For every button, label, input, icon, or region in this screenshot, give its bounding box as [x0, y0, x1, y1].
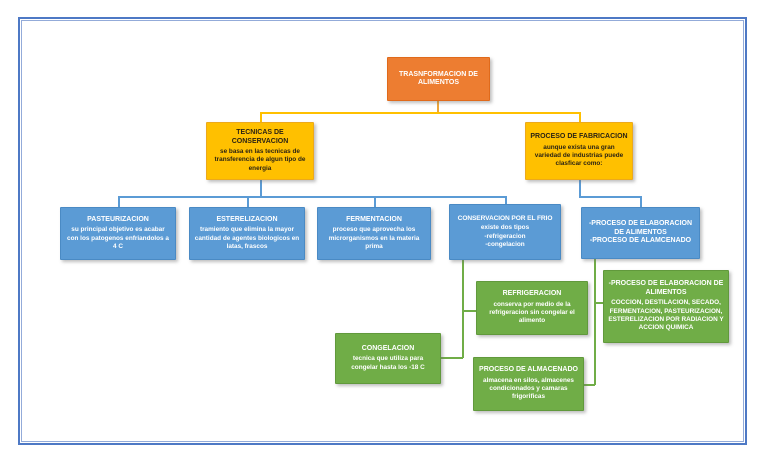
node-body: COCCION, DESTILACION, SECADO, FERMENTACI… [608, 299, 724, 332]
node-conservacion-por-el-frio: CONSERVACION POR EL FRIO existe dos tipo… [449, 204, 561, 260]
node-proceso-de-almacenado: PROCESO DE ALMACENADO almacena en silos,… [473, 357, 584, 411]
node-congelacion: CONGELACION tecnica que utiliza para con… [335, 333, 441, 384]
node-body: se basa en las tecnicas de transferencia… [214, 147, 306, 172]
node-title: PROCESO DE FABRICACION [530, 133, 628, 141]
node-title: PASTEURIZACION [87, 215, 149, 223]
node-title: TRASNFORMACION DE ALIMENTOS [399, 70, 478, 86]
node-title: ESTERELIZACION [216, 215, 278, 223]
node-proceso-elaboracion-alimentos: -PROCESO DE ELABORACION DE ALIMENTOS COC… [603, 270, 729, 343]
connector-fabricacion-feed [579, 180, 581, 196]
node-transformacion-de-alimentos: TRASNFORMACION DE ALIMENTOS [387, 57, 490, 101]
connector-procesos-vertical [594, 258, 596, 385]
node-fermentacion: FERMENTACION proceso que aprovecha los m… [317, 207, 431, 260]
connector-to-congelacion [441, 357, 463, 359]
page-border-frame [18, 17, 747, 445]
node-tecnicas-de-conservacion: TECNICAS DE CONSERVACION se basa en las … [206, 122, 314, 180]
node-pasteurizacion: PASTEURIZACION su principal objetivo es … [60, 207, 176, 260]
node-title: FERMENTACION [346, 215, 402, 223]
connector-frio-vertical [462, 259, 464, 358]
node-body: existe dos tipos -refrigeracion -congela… [480, 224, 530, 249]
node-title: TECNICAS DE CONSERVACION [231, 129, 289, 145]
connector-yellow-rail [260, 112, 580, 114]
node-body: conserva por medio de la refrigeracion s… [489, 300, 575, 325]
page-border-frame-inner [21, 20, 744, 442]
connector-drop-procesos [640, 196, 642, 207]
node-title: REFRIGERACION [502, 290, 562, 298]
connector-drop-esterelizacion [247, 196, 249, 207]
node-body: almacena en silos, almacenes condicionad… [483, 376, 574, 401]
node-title: CONSERVACION POR EL FRIO [457, 214, 553, 222]
node-body: tecnica que utiliza para congelar hasta … [351, 355, 425, 371]
connector-drop-fabricacion [579, 112, 581, 122]
connector-blue-rail-left [118, 196, 506, 198]
connector-blue-rail-right [579, 196, 641, 198]
connector-tecnicas-feed [260, 180, 262, 196]
node-procesos-elaboracion-almacenado: -PROCESO DE ELABORACION DE ALIMENTOS -PR… [581, 207, 700, 259]
connector-root-stub [437, 100, 439, 112]
connector-drop-frio [505, 196, 507, 204]
node-body: su principal objetivo es acabar con los … [67, 226, 169, 250]
connector-drop-pasteurizacion [118, 196, 120, 207]
node-title: CONGELACION [361, 344, 415, 352]
connector-to-elaboracion [594, 302, 604, 304]
connector-to-almacenado [584, 384, 595, 386]
node-body: proceso que aprovecha los microrganismos… [328, 226, 420, 250]
connector-drop-tecnicas [260, 112, 262, 122]
node-body: aunque exista una gran variedad de indus… [534, 143, 624, 168]
node-title: PROCESO DE ALMACENADO [479, 366, 578, 374]
node-refrigeracion: REFRIGERACION conserva por medio de la r… [476, 281, 588, 335]
node-esterelizacion: ESTERELIZACION tramiento que elimina la … [189, 207, 305, 260]
node-title: -PROCESO DE ELABORACION DE ALIMENTOS -PR… [588, 220, 693, 245]
connector-to-refrigeracion [462, 310, 476, 312]
node-body: tramiento que elimina la mayor cantidad … [194, 226, 300, 250]
connector-drop-fermentacion [374, 196, 376, 207]
node-proceso-de-fabricacion: PROCESO DE FABRICACION aunque exista una… [525, 122, 633, 180]
node-title: -PROCESO DE ELABORACION DE ALIMENTOS [608, 280, 724, 296]
